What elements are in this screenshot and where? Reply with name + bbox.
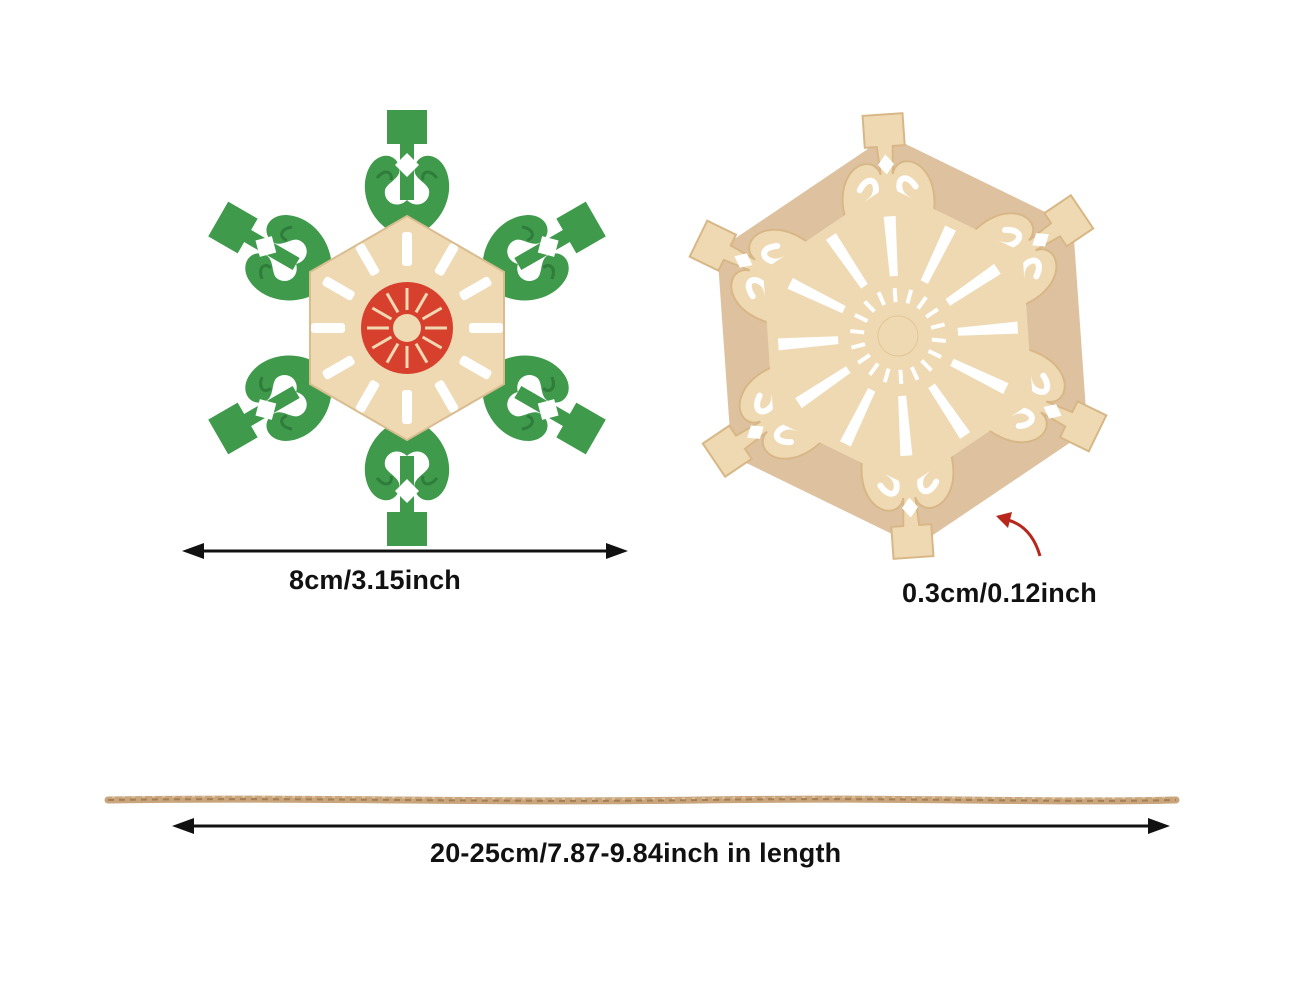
- painted-snowflake-ornament: [195, 108, 619, 548]
- double-headed-arrow-icon: [182, 543, 628, 559]
- double-headed-arrow-icon: [172, 818, 1170, 834]
- curved-arrow-icon: [996, 512, 1042, 557]
- diameter-label: 8cm/3.15inch: [289, 565, 461, 595]
- thickness-label: 0.3cm/0.12inch: [902, 578, 1097, 608]
- string-length-label: 20-25cm/7.87-9.84inch in length: [430, 838, 842, 868]
- natural-wood-snowflake-ornament: [668, 100, 1128, 573]
- jute-twine: [104, 795, 1180, 805]
